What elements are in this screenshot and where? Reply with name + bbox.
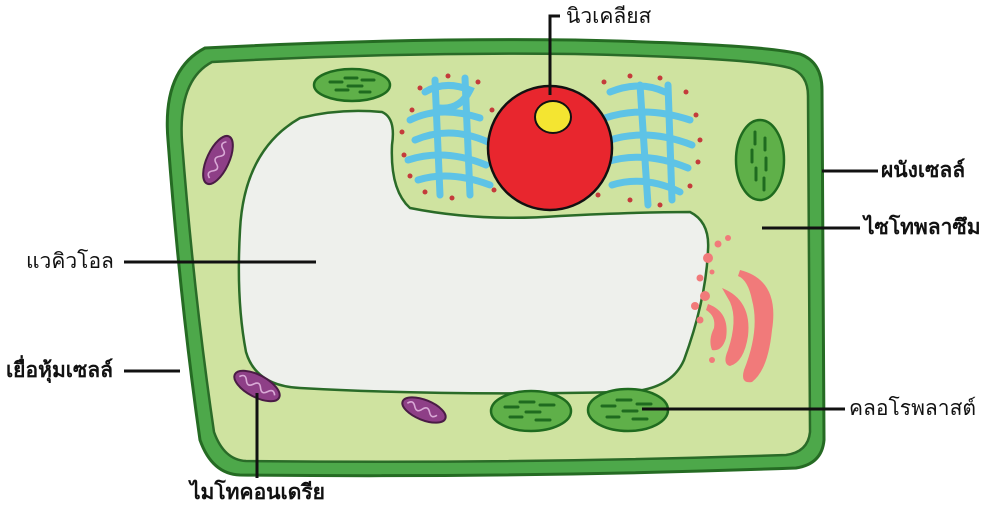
chloroplast-top xyxy=(314,69,390,101)
label-cell-wall: ผนังเซลล์ xyxy=(881,160,965,181)
label-chloroplast: คลอโรพลาสต์ xyxy=(849,398,976,419)
chloroplast-right xyxy=(736,120,784,200)
label-cell-membrane: เยื่อหุ้มเซลล์ xyxy=(6,360,113,381)
label-mitochondria: ไมโทคอนเดรีย xyxy=(190,482,325,503)
nucleolus xyxy=(535,101,571,133)
label-nucleus: นิวเคลียส xyxy=(566,6,651,27)
label-cytoplasm: ไซโทพลาซึม xyxy=(864,217,981,238)
label-vacuole: แวคิวโอล xyxy=(26,251,114,272)
chloroplast-bottom-left xyxy=(491,391,571,431)
